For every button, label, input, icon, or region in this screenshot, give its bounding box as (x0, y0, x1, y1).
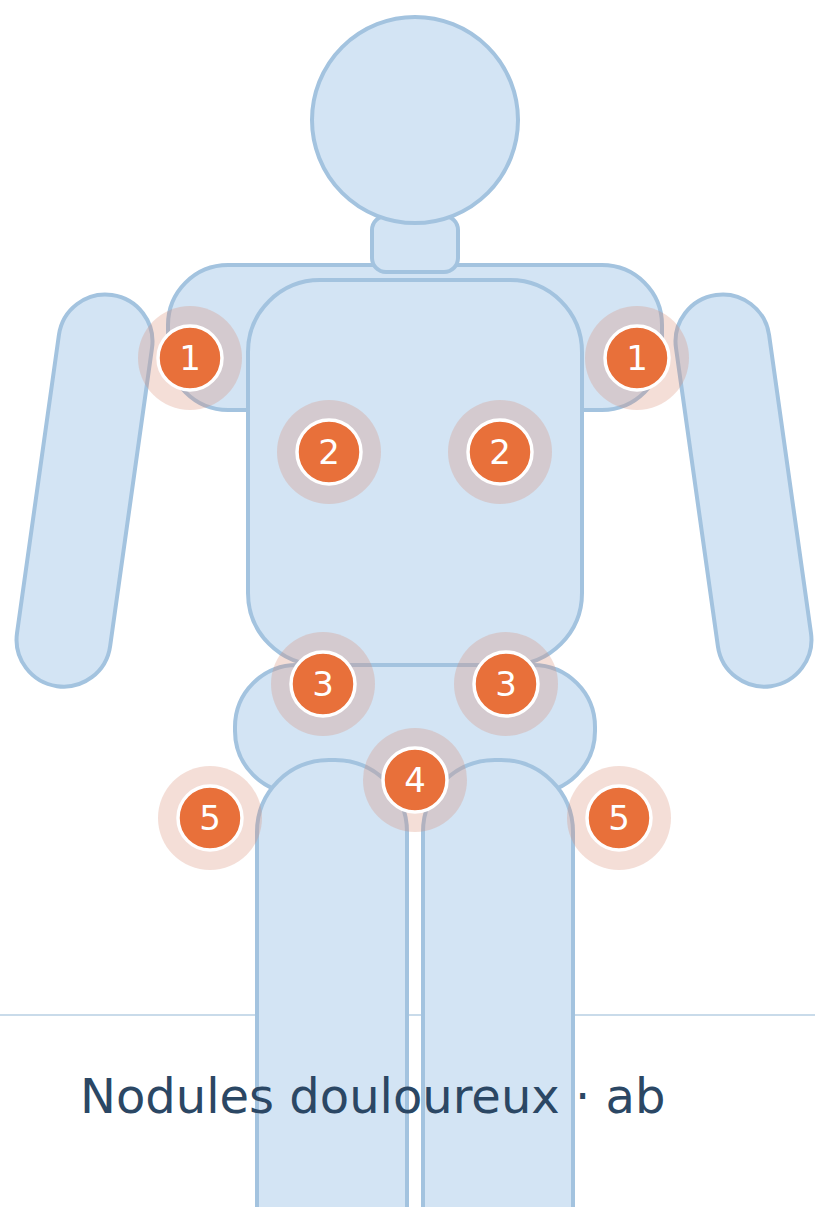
callout-number: 3 (289, 650, 357, 718)
halo (567, 766, 671, 870)
callout-circle: 3 (472, 650, 540, 718)
halo (271, 632, 375, 736)
left-arm (10, 288, 158, 692)
right-leg (423, 760, 573, 1207)
halo (448, 400, 552, 504)
callout-number: 4 (381, 746, 449, 814)
halo (158, 766, 262, 870)
left-leg (257, 760, 407, 1207)
callout-circle: 5 (176, 784, 244, 852)
halo (363, 728, 467, 832)
callout-number: 2 (295, 418, 363, 486)
callout-number: 1 (156, 324, 224, 392)
callout-circle: 1 (603, 324, 671, 392)
callout-number: 1 (603, 324, 671, 392)
callout-number: 2 (466, 418, 534, 486)
head (312, 17, 518, 223)
callout-number: 3 (472, 650, 540, 718)
halos (138, 306, 689, 870)
callout-number: 5 (176, 784, 244, 852)
callout-circle: 2 (466, 418, 534, 486)
callout-circle: 3 (289, 650, 357, 718)
halo (277, 400, 381, 504)
torso (248, 280, 582, 665)
callout-number: 5 (585, 784, 653, 852)
callout-circle: 5 (585, 784, 653, 852)
right-arm (669, 288, 815, 692)
callout-circle: 4 (381, 746, 449, 814)
halo (454, 632, 558, 736)
halo (585, 306, 689, 410)
caption-text: Nodules douloureux · ab (80, 1068, 665, 1126)
halo (138, 306, 242, 410)
callout-circle: 1 (156, 324, 224, 392)
callout-circle: 2 (295, 418, 363, 486)
